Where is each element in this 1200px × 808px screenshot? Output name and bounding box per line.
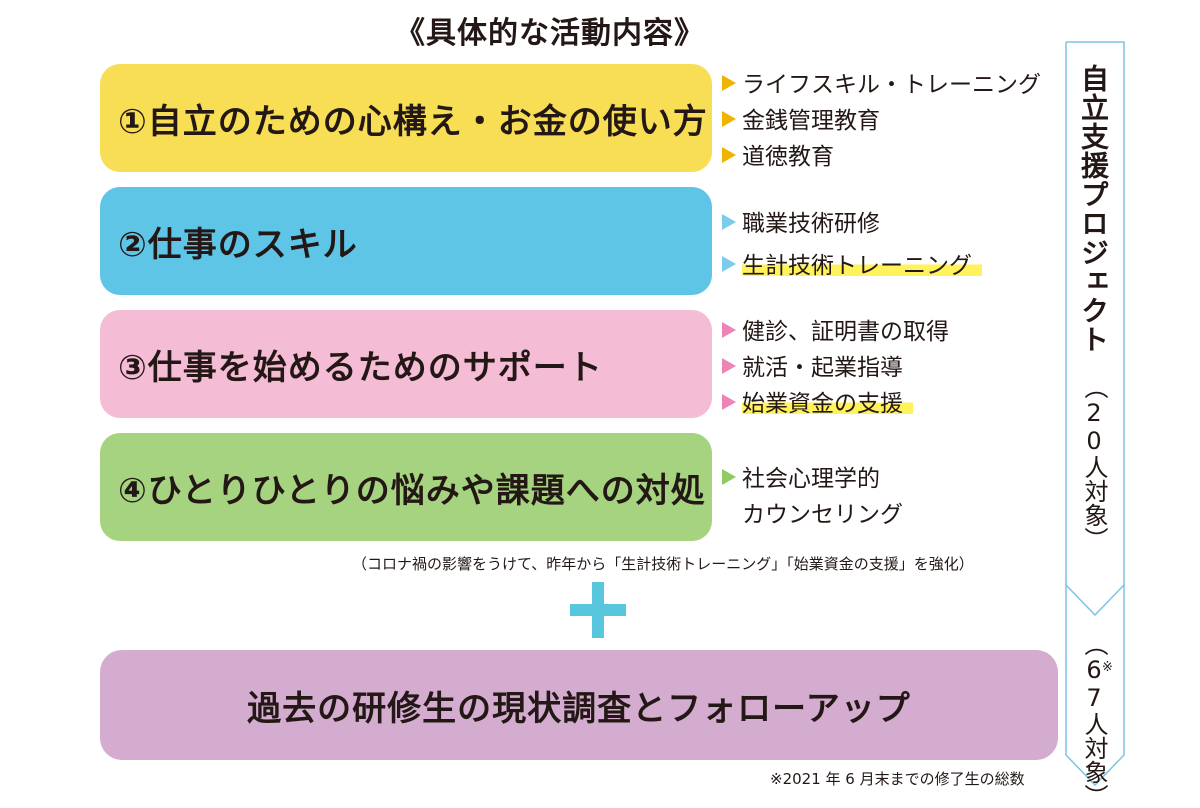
detail-list-3: 健診、証明書の取得 就活・起業指導 始業資金の支援 (722, 311, 949, 419)
footnote: ※2021 年 6 月末までの修了生の総数 (770, 770, 1025, 788)
detail-item: 健診、証明書の取得 (722, 311, 949, 347)
footnote-mark: ※ (1102, 660, 1113, 675)
followup-label: 過去の研修生の現状調査とフォローアップ (247, 688, 911, 729)
activity-card-3: ③仕事を始めるためのサポート (100, 310, 712, 418)
triangle-bullet-icon (722, 111, 736, 127)
detail-item: 就活・起業指導 (722, 347, 949, 383)
triangle-bullet-icon (722, 214, 736, 230)
down-arrow-icon (1065, 41, 1125, 787)
highlighted-text: 始業資金の支援 (742, 384, 913, 418)
project-name-vertical: 自立支援プロジェクト (1077, 64, 1110, 354)
detail-list-2: 職業技術研修 生計技術トレーニング (722, 200, 982, 284)
triangle-bullet-icon (722, 256, 736, 272)
triangle-bullet-icon (722, 358, 736, 374)
detail-item: 始業資金の支援 (722, 383, 949, 419)
highlighted-text: 生計技術トレーニング (742, 246, 982, 280)
activity-card-4: ④ひとりひとりの悩みや課題への対処 (100, 433, 712, 541)
detail-item: カウンセリング (742, 502, 903, 528)
triangle-bullet-icon (722, 469, 736, 485)
activity-card-3-label: ③仕事を始めるためのサポート (118, 347, 603, 388)
detail-item: 職業技術研修 (722, 200, 982, 242)
followup-box: 過去の研修生の現状調査とフォローアップ (100, 650, 1058, 760)
detail-item: 生計技術トレーニング (722, 242, 982, 284)
activity-card-1: ①自立のための心構え・お金の使い方 (100, 64, 712, 172)
detail-item: 道徳教育 (722, 136, 1041, 172)
target-count-20: （20人対象） (1080, 375, 1108, 551)
triangle-bullet-icon (722, 322, 736, 338)
detail-item: 金銭管理教育 (722, 100, 1041, 136)
detail-item: 社会心理学的 (722, 458, 903, 494)
activity-card-2: ②仕事のスキル (100, 187, 712, 295)
triangle-bullet-icon (722, 147, 736, 163)
plus-icon (570, 582, 626, 638)
detail-list-4: 社会心理学的 カウンセリング (722, 458, 903, 530)
activity-card-1-label: ①自立のための心構え・お金の使い方 (118, 101, 708, 142)
detail-list-1: ライフスキル・トレーニング 金銭管理教育 道徳教育 (722, 64, 1041, 172)
triangle-bullet-icon (722, 75, 736, 91)
page-title: 《具体的な活動内容》 (395, 16, 705, 51)
target-count-67: （67人対象） (1080, 632, 1108, 808)
activity-card-2-label: ②仕事のスキル (118, 224, 358, 265)
activity-card-4-label: ④ひとりひとりの悩みや課題への対処 (118, 470, 706, 511)
detail-item: ライフスキル・トレーニング (722, 64, 1041, 100)
covid-note: （コロナ禍の影響をうけて、昨年から「生計技術トレーニング」「始業資金の支援」を強… (352, 555, 974, 573)
triangle-bullet-icon (722, 394, 736, 410)
